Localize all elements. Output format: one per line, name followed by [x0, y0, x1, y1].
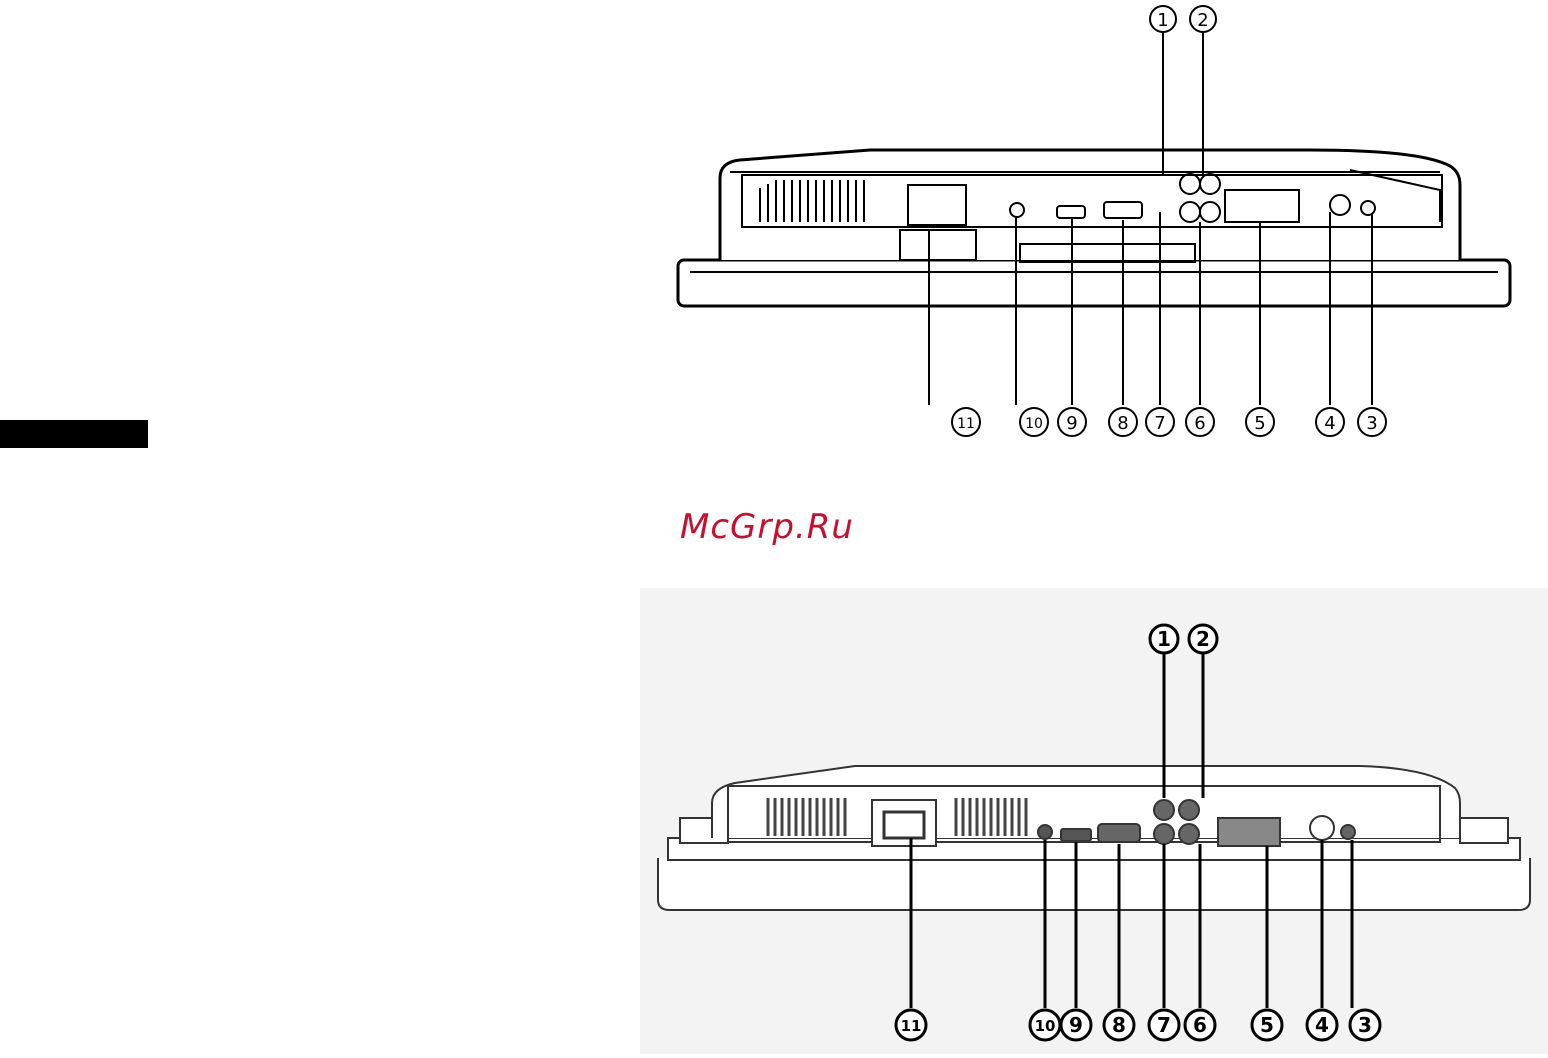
callout-3: 3 [1358, 1013, 1372, 1037]
callout-2: 2 [1197, 10, 1208, 31]
tv-rear-panel-diagram-top: 1 2 3 4 5 6 7 8 9 10 11 [660, 0, 1548, 460]
callout-10: 10 [1025, 416, 1043, 432]
callout-7: 7 [1157, 1013, 1171, 1037]
callout-9: 9 [1069, 1013, 1083, 1037]
tv-rear-panel-diagram-bottom: 1 2 3 4 5 6 7 8 9 10 11 [640, 588, 1548, 1054]
callout-4: 4 [1324, 413, 1335, 434]
callout-9: 9 [1066, 413, 1077, 434]
callout-7: 7 [1154, 413, 1165, 434]
callout-5: 5 [1254, 413, 1265, 434]
callout-6: 6 [1193, 1013, 1207, 1037]
callout-1: 1 [1157, 627, 1171, 651]
watermark-text: McGrp.Ru [680, 507, 854, 547]
callout-5: 5 [1260, 1013, 1274, 1037]
callout-8: 8 [1112, 1013, 1126, 1037]
callout-2: 2 [1196, 627, 1210, 651]
callout-4: 4 [1315, 1013, 1329, 1037]
callout-1: 1 [1157, 10, 1168, 31]
callout-10: 10 [1035, 1017, 1056, 1035]
callout-8: 8 [1117, 413, 1128, 434]
callout-3: 3 [1366, 413, 1377, 434]
callout-11: 11 [901, 1017, 922, 1035]
callout-6: 6 [1194, 413, 1205, 434]
section-tab [0, 420, 148, 448]
callout-11: 11 [957, 416, 975, 432]
